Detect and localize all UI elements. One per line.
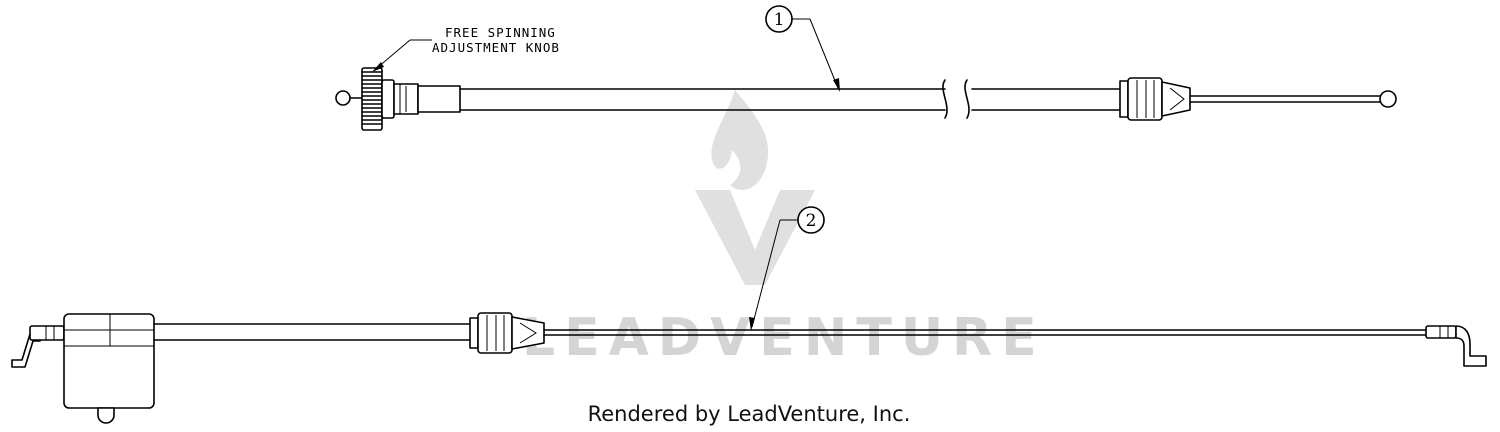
cable-part-2	[11, 312, 1487, 424]
cable-2-ferrule	[469, 312, 545, 354]
bail-housing	[63, 313, 155, 424]
ref-bubble-1: 1	[765, 5, 840, 92]
knob-callout: FREE SPINNING ADJUSTMENT KNOB	[372, 25, 560, 72]
cable-part-1	[335, 67, 1397, 131]
watermark: LEADVENTURE	[522, 90, 1046, 368]
leadventure-logo-icon	[695, 90, 815, 285]
ref-number-1: 1	[774, 10, 785, 30]
ref-number-2: 2	[806, 211, 817, 231]
adjustment-knob	[361, 67, 383, 131]
credit-text: Rendered by LeadVenture, Inc.	[588, 402, 911, 426]
cable-end-ferrule	[1119, 77, 1191, 121]
callout-line-2: ADJUSTMENT KNOB	[432, 40, 560, 55]
ref-bubble-2: 2	[749, 206, 825, 331]
watermark-text: LEADVENTURE	[522, 308, 1046, 368]
callout-line-1: FREE SPINNING	[445, 25, 556, 40]
